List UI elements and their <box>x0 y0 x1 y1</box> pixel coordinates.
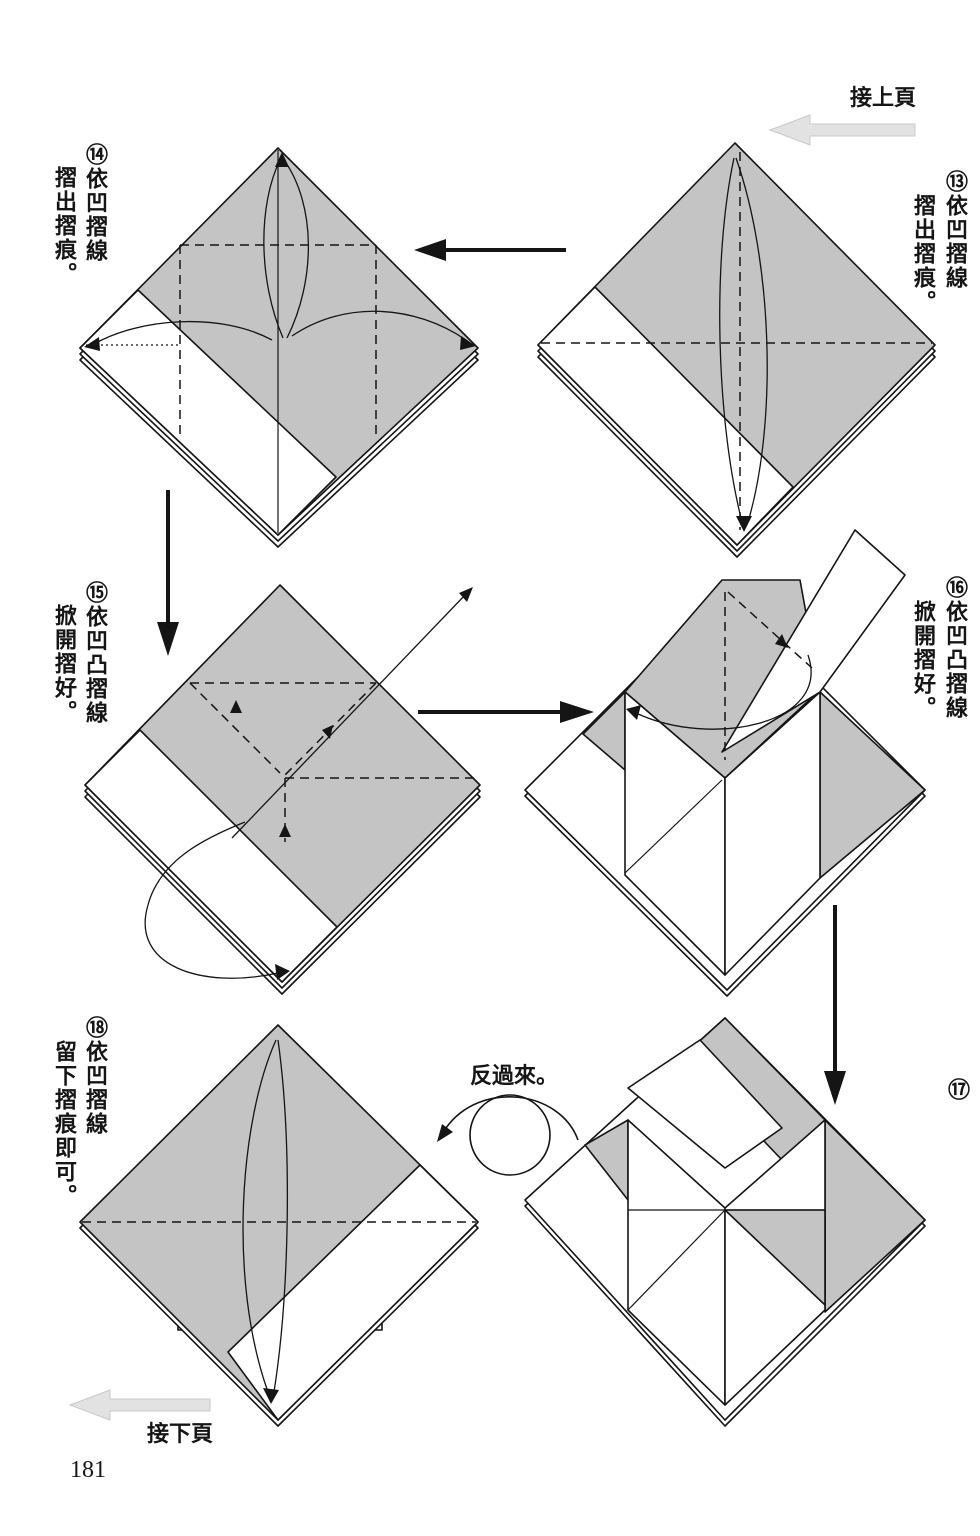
step-15-number: ⑮ <box>82 581 107 605</box>
fold-arrow <box>273 1039 288 1393</box>
step-18-detail: 留下摺痕即可。 <box>51 1040 76 1208</box>
step-15-diagram <box>84 584 481 995</box>
step-13-diagram <box>537 142 936 558</box>
box-right-wall <box>724 691 821 976</box>
raised-flap <box>721 529 906 753</box>
fold-arrow <box>93 320 273 345</box>
step-14-detail: 摺出摺痕。 <box>51 166 76 286</box>
flip-over-symbol <box>437 1094 579 1176</box>
continued-from-label: 接上頁 <box>850 86 917 111</box>
small-arrowhead <box>279 824 291 837</box>
mountain-fold-line <box>727 591 813 669</box>
fold-arrow <box>735 157 768 523</box>
crease-line <box>627 1209 726 1311</box>
step-16-number: ⑯ <box>942 576 967 600</box>
arrowhead <box>460 336 476 350</box>
paper-white-flap <box>84 729 338 983</box>
arrowhead <box>275 964 290 980</box>
mountain-fold-line <box>189 682 281 774</box>
step-13-instruction-text: 依凹摺線 <box>942 194 967 290</box>
flip-over-label: 反過來。 <box>470 1064 559 1089</box>
fold-arrow <box>291 310 467 341</box>
step-16-instruction: ⑯依凹凸摺線 <box>941 576 967 720</box>
step-18-instruction: ⑱依凹摺線 <box>81 1016 107 1136</box>
lift-arrow <box>231 593 467 839</box>
step-18-number: ⑱ <box>82 1016 107 1040</box>
flip-arrow <box>445 1096 579 1141</box>
step-16-instruction-text: 依凹凸摺線 <box>942 600 967 720</box>
continued-to-arrow <box>68 1389 211 1421</box>
flip-circle <box>469 1094 551 1176</box>
sequence-arrowhead <box>414 239 446 261</box>
sequence-arrowhead <box>560 701 594 723</box>
continued-from-arrow <box>768 114 916 146</box>
paper-white-flap <box>537 286 794 546</box>
box-lid <box>627 1039 783 1169</box>
sequence-arrowhead <box>824 1071 846 1105</box>
step-16-detail: 掀開摺好。 <box>910 600 935 720</box>
step-13-instruction: ⑬依凹摺線 <box>941 170 967 290</box>
arrowhead <box>263 1388 279 1404</box>
arrowhead <box>626 705 641 720</box>
arrowhead <box>437 1124 453 1142</box>
arrowhead <box>459 587 473 602</box>
step-14-instruction: ⑭依凹摺線 <box>81 143 107 263</box>
arrowhead <box>275 152 289 167</box>
small-arrowhead <box>775 634 788 648</box>
page-number: 181 <box>70 1457 106 1483</box>
step-14-instruction-text: 依凹摺線 <box>82 167 107 263</box>
fold-arrow <box>242 1039 277 1393</box>
fold-arrow <box>283 159 310 339</box>
paper-white-flap <box>227 1164 479 1421</box>
crease-line <box>624 779 723 874</box>
step-15-detail: 掀開摺好。 <box>51 604 76 724</box>
paper-white-flap <box>79 289 337 536</box>
arrowhead <box>736 516 752 532</box>
sequence-arrowhead <box>157 622 179 656</box>
step-18-instruction-text: 依凹摺線 <box>82 1040 107 1136</box>
paper-colored-face <box>824 1119 926 1313</box>
step-15-instruction: ⑮依凹凸摺線 <box>81 581 107 725</box>
step-14-diagram <box>79 147 479 548</box>
step-15-instruction-text: 依凹凸摺線 <box>82 605 107 725</box>
step-17-number: ⑰ <box>944 1078 969 1102</box>
swing-arrow <box>144 821 279 979</box>
small-arrowhead <box>230 700 242 713</box>
arrowhead <box>84 337 100 351</box>
fold-arrow <box>263 159 284 339</box>
step-16-diagram <box>524 529 926 997</box>
step-13-detail: 摺出摺痕。 <box>910 194 935 314</box>
continued-to-label: 接下頁 <box>147 1422 214 1447</box>
step-17-diagram <box>524 1017 926 1427</box>
fold-arrow <box>719 157 743 523</box>
step-14-number: ⑭ <box>82 143 107 167</box>
fold-arrow <box>635 654 812 730</box>
box-right-wall <box>724 1119 826 1406</box>
step-18-diagram <box>79 1024 479 1427</box>
step-13-number: ⑬ <box>942 170 967 194</box>
